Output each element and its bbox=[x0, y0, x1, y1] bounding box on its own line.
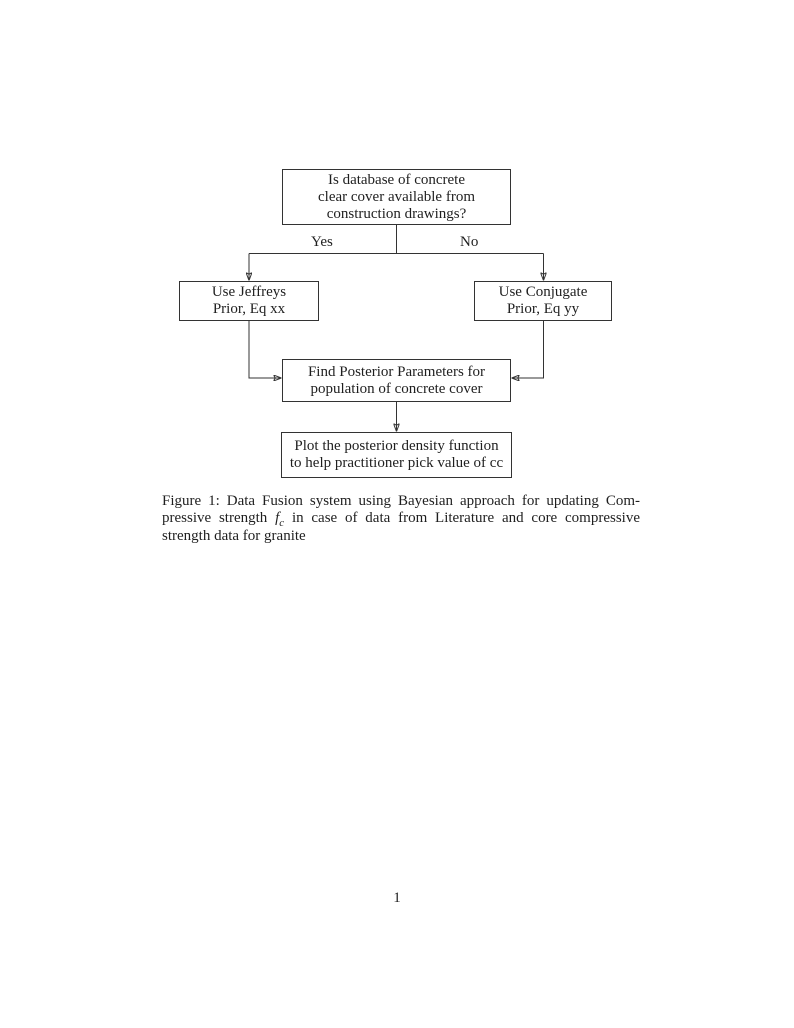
page-number: 1 bbox=[393, 890, 401, 906]
node-text-line: Plot the posterior density function bbox=[294, 438, 499, 454]
caption-text: Figure 1: Data Fusion system using Bayes… bbox=[162, 493, 640, 509]
figure-caption: Figure 1: Data Fusion system using Bayes… bbox=[162, 493, 640, 545]
no-branch-label: No bbox=[460, 234, 479, 250]
caption-text: pressive strength bbox=[162, 510, 268, 527]
caption-text: strength data for granite bbox=[162, 527, 306, 544]
math-symbol-fc: fc bbox=[275, 510, 285, 530]
flowchart-node-conjugate-prior: Use Conjugate Prior, Eq yy bbox=[474, 281, 612, 321]
caption-line-2: pressive strength fc in case of data fro… bbox=[162, 510, 640, 530]
node-text-line: Use Jeffreys bbox=[211, 284, 287, 300]
node-text-line: to help practitioner pick value of cc bbox=[289, 455, 504, 471]
node-text-line: population of concrete cover bbox=[310, 380, 483, 397]
caption-line-1: Figure 1: Data Fusion system using Bayes… bbox=[162, 493, 640, 510]
math-subscript-c: c bbox=[279, 517, 285, 530]
node-text-line: Find Posterior Parameters for bbox=[307, 363, 486, 380]
yes-branch-label: Yes bbox=[311, 234, 333, 250]
connector-jeffreys-to-posterior bbox=[248, 321, 282, 378]
node-text-line: clear cover available from bbox=[318, 188, 475, 205]
flowchart-node-plot-density: Plot the posterior density function to h… bbox=[281, 432, 512, 478]
flowchart-node-posterior-parameters: Find Posterior Parameters for population… bbox=[282, 359, 511, 402]
node-text-line: Prior, Eq yy bbox=[506, 301, 580, 317]
connector-question-split bbox=[249, 225, 544, 254]
node-text-line: Prior, Eq xx bbox=[212, 301, 286, 317]
caption-line-3: strength data for granite bbox=[162, 528, 640, 545]
node-text-line: Is database of concrete bbox=[327, 171, 465, 188]
node-text-line: Use Conjugate bbox=[498, 284, 588, 300]
flowchart-node-jeffreys-prior: Use Jeffreys Prior, Eq xx bbox=[179, 281, 319, 321]
node-text-line: construction drawings? bbox=[326, 205, 467, 222]
math-f: f bbox=[275, 510, 280, 527]
flowchart-node-question: Is database of concrete clear cover avai… bbox=[282, 169, 511, 225]
caption-text: in case of data from Literature and core… bbox=[291, 510, 640, 527]
connector-conjugate-to-posterior bbox=[511, 321, 544, 378]
